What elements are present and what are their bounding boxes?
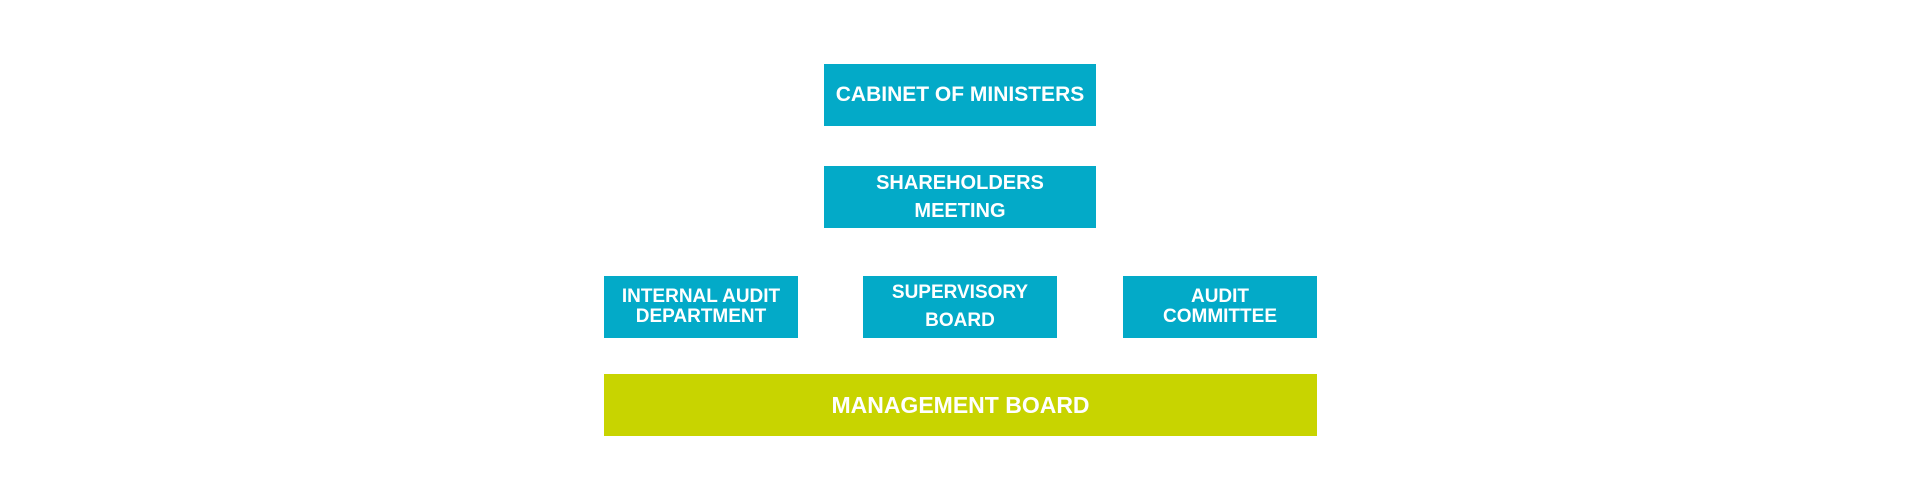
node-management-board: MANAGEMENT BOARD (604, 374, 1317, 436)
node-label: AUDIT COMMITTEE (1163, 286, 1277, 327)
node-label: SHAREHOLDERS MEETING (876, 172, 1044, 222)
node-label: MANAGEMENT BOARD (831, 392, 1090, 418)
node-cabinet-of-ministers: CABINET OF MINISTERS (824, 64, 1096, 126)
node-internal-audit-department: INTERNAL AUDIT DEPARTMENT (604, 276, 798, 338)
node-label: INTERNAL AUDIT DEPARTMENT (621, 286, 781, 327)
node-label: CABINET OF MINISTERS (835, 83, 1085, 106)
node-label: SUPERVISORY BOARD (891, 282, 1029, 331)
node-audit-committee: AUDIT COMMITTEE (1123, 276, 1317, 338)
node-shareholders-meeting: SHAREHOLDERS MEETING (824, 166, 1096, 228)
node-supervisory-board: SUPERVISORY BOARD (863, 276, 1057, 338)
